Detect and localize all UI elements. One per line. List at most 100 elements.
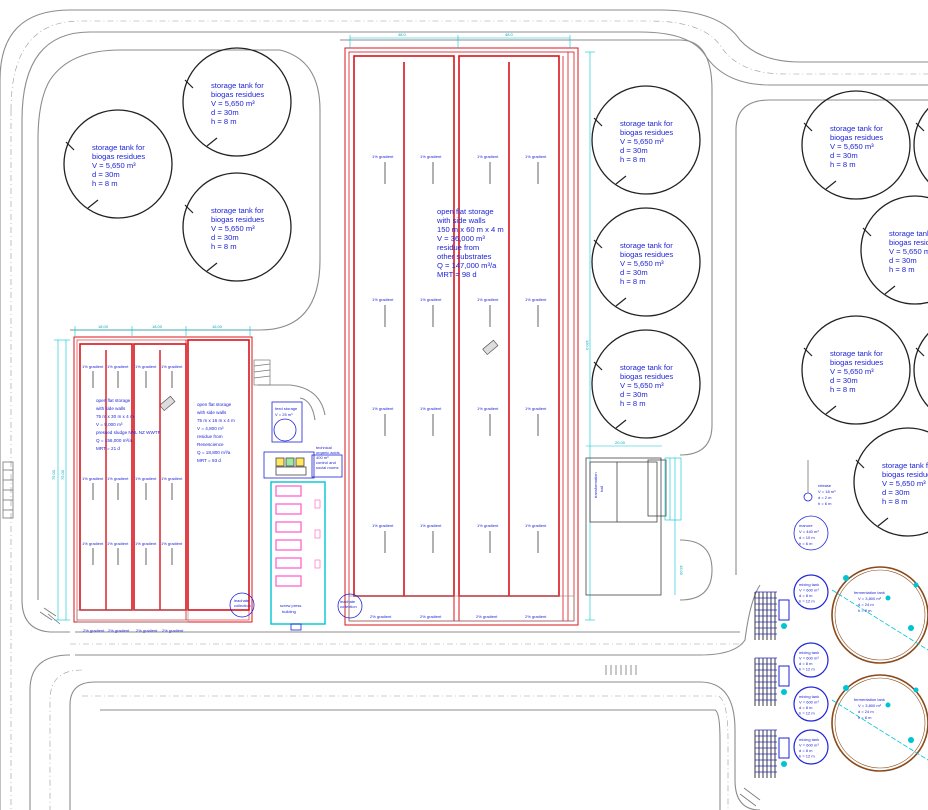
mixing-tank-label: h = 12 m [799, 754, 815, 759]
technical-building [263, 451, 343, 479]
storage-tank-label: V = 5,650 m³ [92, 161, 136, 170]
feed-label-1: feed storage [275, 406, 298, 411]
small-storage-line4: V = 4,800 m³ [197, 426, 224, 431]
storage-tank-label: storage tank for [830, 124, 883, 133]
tech-label-4: control and [316, 460, 336, 465]
release-label-4: h = 6 m [818, 501, 832, 506]
manure-label-2: V = 440 m³ [799, 529, 819, 534]
tank-pipe-mark [615, 175, 627, 185]
fermentation-tanks [831, 566, 928, 772]
gradient-label: 1% gradient [135, 476, 157, 481]
tank-pipe-mark [884, 285, 896, 295]
big-storage-line8: MRT = 98 d [437, 270, 477, 279]
small-storage-label: open flat storage with side walls 75 m x… [197, 402, 235, 463]
storage-tank-outline [591, 329, 701, 439]
storage-tank-label: d = 30m [620, 268, 648, 277]
small-storage-line8: MRT = 93 d [197, 458, 221, 463]
storage-tank-label: biogas residues [889, 238, 928, 247]
dim-side: 150.0 [585, 340, 590, 351]
tech-label-2: organic acids [316, 450, 340, 455]
tank-pipe-mark [825, 180, 837, 190]
gradient2-label: 2% gradient [136, 628, 158, 633]
mid-storage-line7: MRT = 21 d [96, 446, 120, 451]
storage-tank-label: d = 30m [211, 233, 239, 242]
pipe-rack [754, 657, 790, 706]
gradient-label: 1% gradient [420, 297, 442, 302]
storage-tank-label: d = 30m [882, 488, 910, 497]
gradient-label: 1% gradient [82, 541, 104, 546]
gradient-label: 1% gradient [161, 476, 183, 481]
storage-tank-label: d = 30m [211, 108, 239, 117]
tank-pipe-mark [615, 419, 627, 429]
gradient-label: 1% gradient [477, 297, 499, 302]
storage-tank-label: storage tank for [92, 143, 145, 152]
big-storage-dimensions [349, 35, 595, 621]
release-label-1: release [818, 483, 832, 488]
release-label-3: d = 2 m [818, 495, 832, 500]
storage-tank-outline [801, 315, 911, 425]
gradient-label: 1% gradient [477, 406, 499, 411]
small-storage-line3: 75 m x 16 m x 4 m [197, 418, 235, 423]
gradient-label: 1% gradient [372, 406, 394, 411]
gradient-label: 1% gradient [82, 476, 104, 481]
transformation-hall [585, 445, 682, 596]
gradient-label: 1% gradient [477, 523, 499, 528]
gradient-label: 1% gradient [372, 154, 394, 159]
tank-pipe-mark [206, 262, 218, 272]
tank-pipe-mark [206, 137, 218, 147]
storage-tank-outline [591, 85, 701, 195]
gradient2-label: 2% gradient [108, 628, 130, 633]
road-network [0, 9, 928, 810]
mixing-tank-label: mixing tank [799, 650, 819, 655]
small-storage-line6: Renescience [197, 442, 224, 447]
big-storage-line7: Q = 147,000 m³/a [437, 261, 497, 270]
screw-press-label-2: building [282, 609, 296, 614]
gradient-label: 1% gradient [107, 541, 129, 546]
mixing-tank-outline [793, 729, 829, 765]
gradient-label: 1% gradient [477, 154, 499, 159]
storage-tank-label: h = 8 m [211, 117, 237, 126]
dim-top-left: 48.0 [398, 32, 407, 37]
big-flat-storage [344, 47, 579, 626]
storage-tank-outline [913, 332, 928, 408]
gradient2-label: 2% gradient [420, 614, 442, 619]
pipe-rack-valve [781, 761, 787, 767]
mixing-tank-label: V = 600 m³ [799, 588, 819, 593]
storage-tank-label: biogas residues [830, 133, 883, 142]
storage-tank-outline [860, 195, 928, 305]
tank-pipe-mark [87, 199, 99, 209]
storage-tank-label: V = 5,650 m³ [830, 142, 874, 151]
storage-tank-label: d = 30m [889, 256, 917, 265]
left-storage-dimensions [54, 326, 251, 621]
dim-w1: 18.00 [98, 324, 109, 329]
pipe-rack-valve [781, 623, 787, 629]
tank-pipe-mark [184, 79, 194, 89]
mid-storage-line1: open flat storage [96, 398, 131, 403]
tank-pipe-mark [593, 361, 603, 371]
storage-tank-outline [801, 90, 911, 200]
storage-tank-outline [182, 172, 292, 282]
storage-tank-label: h = 8 m [92, 179, 118, 188]
site-gate [2, 461, 14, 519]
mixing-tank-label: h = 12 m [799, 667, 815, 672]
storage-tank-label: h = 8 m [620, 277, 646, 286]
pipe-rack-pump [778, 665, 790, 687]
storage-tank-label: storage tank for [620, 241, 673, 250]
fermentation1-label-1: fermentation tank [854, 590, 885, 595]
storage-tank-label: h = 8 m [830, 385, 856, 394]
gradient-label: 1% gradient [161, 364, 183, 369]
storage-tank-label: storage tank for [620, 363, 673, 372]
gradient-label: 1% gradient [525, 406, 547, 411]
dim-h1: 75.00 [51, 469, 56, 480]
storage-tank-label: V = 5,650 m³ [882, 479, 926, 488]
pipe-rack-valve [781, 689, 787, 695]
mixing-tank-outline [793, 686, 829, 722]
storage-tank-label: biogas residues [620, 128, 673, 137]
mid-storage-line5: pressed sludge NNL NZ WWTP [96, 430, 161, 435]
mixing-tank-label: h = 12 m [799, 711, 815, 716]
storage-tank-label: V = 5,650 m³ [620, 137, 664, 146]
storage-tank-label: biogas residues [882, 470, 928, 479]
